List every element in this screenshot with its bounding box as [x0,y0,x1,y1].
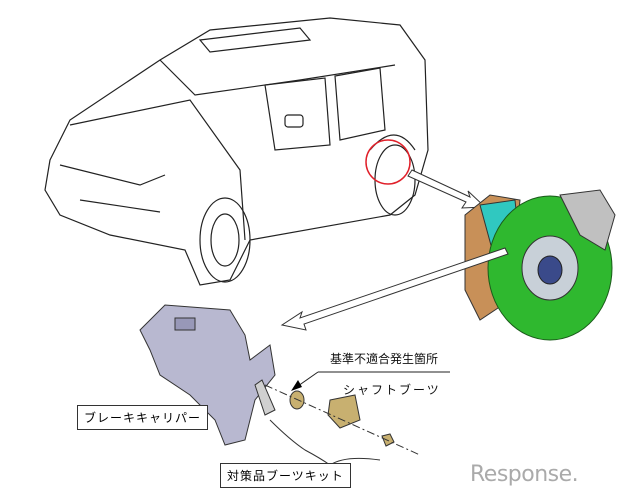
brake-disc-assembly [464,189,616,341]
zoom-arrow [407,169,487,209]
callout-arrowhead [291,380,302,391]
highlight-circle [365,139,411,185]
brake-caliper-label: ブレーキキャリパー [77,405,209,430]
detail-arrow [280,247,509,331]
brake-caliper-exploded [139,304,421,466]
shaft-boot-label: シャフトブーツ [343,383,441,397]
countermeasure-kit-label: 対策品ブーツキット [220,463,351,488]
response-watermark: Response. [470,462,579,487]
suv-line-drawing [44,17,429,286]
nonconformity-location-label: 基準不適合発生箇所 [330,352,439,366]
